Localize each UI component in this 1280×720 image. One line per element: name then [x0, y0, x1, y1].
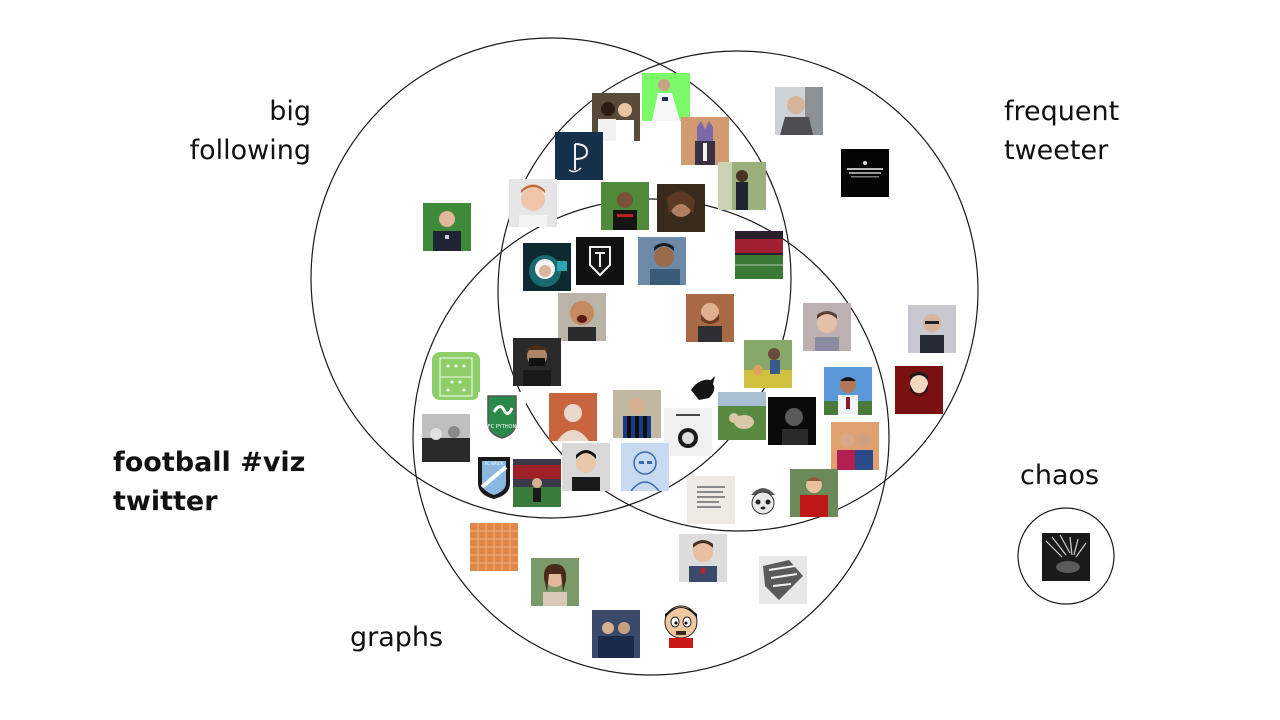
avatar-black-text-logo — [841, 149, 889, 197]
avatar-two-men — [831, 422, 879, 470]
badge-text: FC BRICK — [485, 461, 504, 466]
avatar-stadium — [735, 231, 783, 279]
avatar-group-photo — [592, 610, 640, 658]
avatar-ta-shield-logo — [576, 237, 624, 285]
avatar-wolf-suit — [681, 117, 729, 165]
avatar-bw-sketch — [759, 556, 807, 604]
avatar-redhead — [509, 179, 557, 227]
circle-frequent-tweeter — [497, 50, 979, 532]
avatar-man-sky — [824, 367, 872, 415]
label-big-following: big following — [190, 92, 311, 170]
avatar-pitch-graphic — [432, 352, 480, 400]
label-line: tweeter — [1004, 135, 1109, 166]
avatar-dark-portrait — [768, 397, 816, 445]
label-football-viz-twitter: football #viz twitter — [113, 443, 305, 521]
avatar-blue-sketch — [621, 443, 669, 491]
label-line: frequent — [1004, 96, 1120, 127]
circle-big-following — [310, 37, 792, 519]
label-line: big — [269, 96, 311, 127]
avatar-inter-shirt — [613, 390, 661, 438]
avatar-cartoon-character — [657, 600, 705, 648]
avatar-player-green — [423, 203, 471, 251]
avatar-masked — [513, 338, 561, 386]
avatar-woman-outdoors — [531, 558, 579, 606]
avatar-red-kit-player — [790, 469, 838, 517]
avatar-selfie — [638, 237, 686, 285]
avatar-kids-playground — [744, 340, 792, 388]
avatar-stadium-red — [513, 459, 561, 507]
avatar-striped-badge: FC BRICK — [470, 453, 518, 501]
avatar-pitchside — [601, 182, 649, 230]
avatar-asian-man — [562, 443, 610, 491]
avatar-man-light — [803, 303, 851, 351]
avatar-painting — [657, 184, 705, 232]
avatar-dog-grass — [718, 392, 766, 440]
label-chaos: chaos — [1020, 460, 1100, 491]
avatar-sloth-sketch — [739, 477, 787, 525]
label-line: football #viz — [113, 447, 306, 478]
avatar-hijab-logo — [523, 243, 571, 291]
fc-python-text: FC PYTHON — [488, 424, 517, 430]
label-line: twitter — [113, 486, 218, 517]
avatar-paper-note — [687, 476, 735, 524]
avatar-bearded-man — [686, 294, 734, 342]
avatar-pattern-face — [664, 408, 712, 456]
circle-graphs — [412, 198, 890, 676]
avatar-default-silhouette — [549, 393, 597, 441]
avatar-bw-group — [422, 414, 470, 462]
avatar-man-outdoors — [718, 162, 766, 210]
avatar-man-car — [775, 87, 823, 135]
avatar-shouting-man — [558, 293, 606, 341]
avatar-chaos-abstract — [1042, 533, 1090, 581]
avatar-smiling-man — [679, 534, 727, 582]
label-graphs: graphs — [350, 622, 444, 653]
label-frequent-tweeter: frequent tweeter — [1004, 92, 1119, 170]
avatar-orange-grid — [470, 523, 518, 571]
avatar-green-screen-player — [642, 73, 690, 121]
avatar-fc-python-badge: FC PYTHON — [478, 392, 526, 440]
circle-chaos — [1017, 507, 1115, 605]
label-line: following — [189, 135, 311, 166]
avatar-man-glasses — [908, 305, 956, 353]
avatar-red-cartoon — [895, 366, 943, 414]
avatar-p-logo — [555, 132, 603, 180]
